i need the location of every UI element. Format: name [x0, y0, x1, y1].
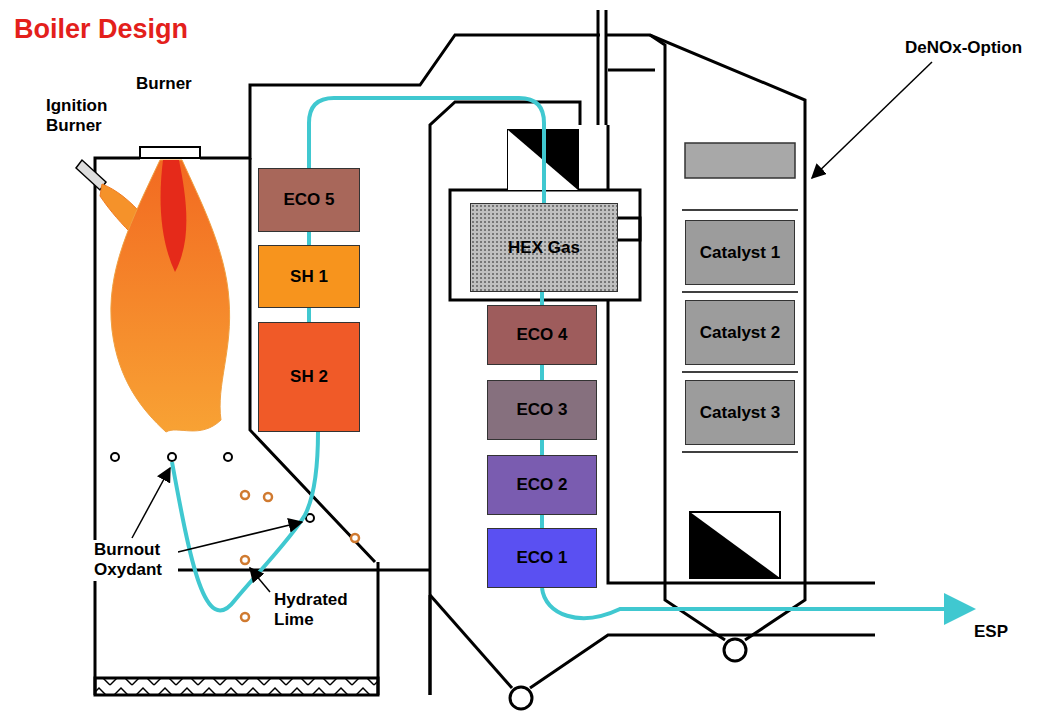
- outlet-label: ESP: [972, 622, 1010, 642]
- superheater-box: SH 1: [258, 245, 360, 308]
- gas-flow-line: [540, 440, 544, 455]
- gas-flow-line: [540, 292, 544, 305]
- callout-label: Burnout Oxydant: [92, 540, 178, 581]
- callout-label: Ignition Burner: [44, 96, 134, 137]
- box-label: Catalyst 1: [700, 243, 780, 263]
- gas-flow-line: [540, 365, 544, 380]
- box-label: SH 2: [290, 367, 328, 387]
- economizer-box: ECO 1: [487, 528, 597, 588]
- economizer-box: ECO 3: [487, 380, 597, 440]
- economizer-box: ECO 4: [487, 305, 597, 365]
- gas-flow-line: [307, 308, 311, 322]
- gas-flow-line: [540, 515, 544, 528]
- box-label: Catalyst 3: [700, 403, 780, 423]
- box-label: HEX Gas: [508, 238, 580, 258]
- superheater-box: SH 2: [258, 322, 360, 432]
- box-label: Catalyst 2: [700, 323, 780, 343]
- box-label: ECO 3: [516, 400, 567, 420]
- economizer-box: ECO 2: [487, 455, 597, 515]
- box-label: ECO 4: [516, 325, 567, 345]
- box-label: ECO 1: [516, 548, 567, 568]
- box-label: ECO 5: [283, 190, 334, 210]
- callout-label: Burner: [134, 74, 194, 94]
- diagram-title: Boiler Design: [14, 14, 188, 45]
- catalyst-layer: Catalyst 3: [685, 380, 795, 445]
- catalyst-layer: Catalyst 2: [685, 300, 795, 365]
- catalyst-layer: Catalyst 1: [685, 220, 795, 285]
- gas-flow-line: [307, 232, 311, 245]
- heat-exchanger-box: HEX Gas: [470, 203, 618, 292]
- callout-label: DeNOx-Option: [903, 38, 1024, 58]
- box-label: SH 1: [290, 267, 328, 287]
- economizer-box: ECO 5: [258, 168, 360, 232]
- callout-label: Hydrated Lime: [272, 590, 356, 631]
- box-label: ECO 2: [516, 475, 567, 495]
